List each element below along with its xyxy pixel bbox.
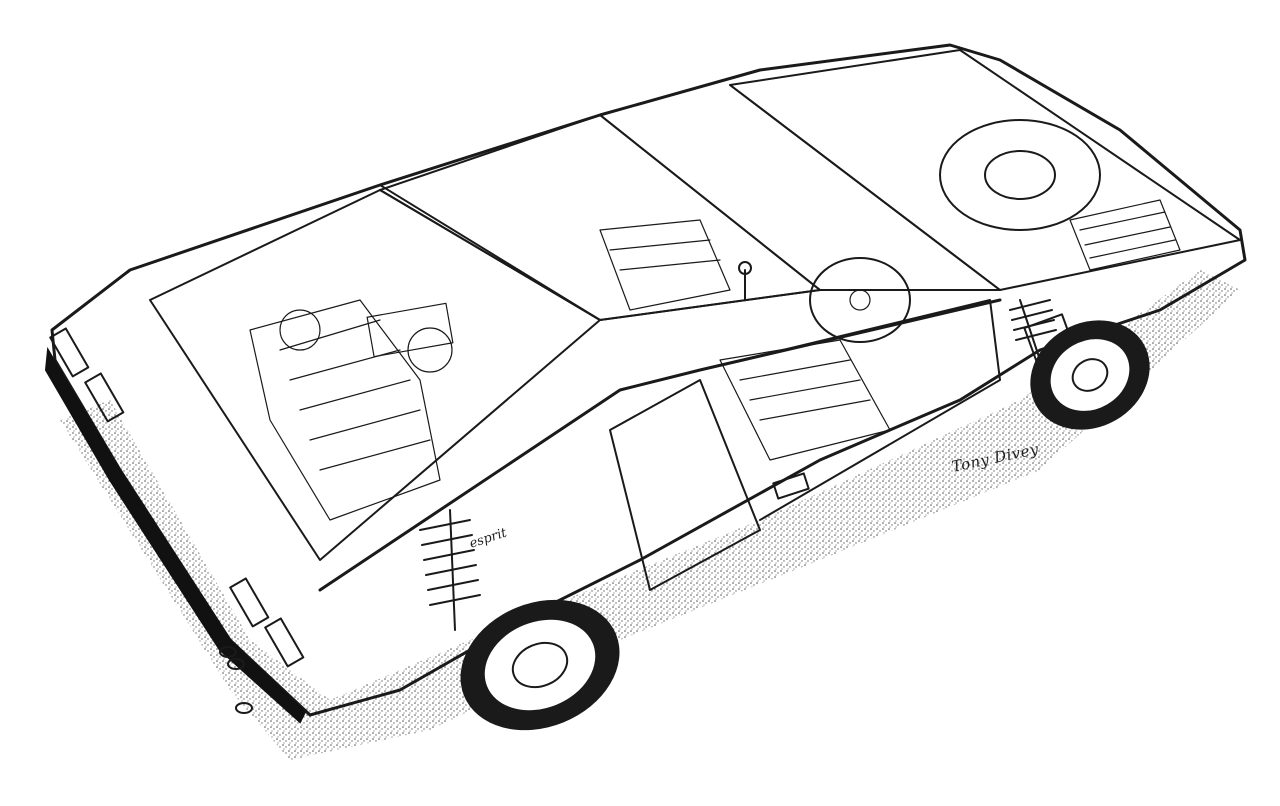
engine: [249, 299, 454, 521]
door-pillar: [318, 298, 1002, 592]
rear-bumper: [44, 346, 307, 724]
steering-wheel: [809, 257, 911, 343]
driver-seat: [719, 339, 891, 461]
windscreen-frame: [729, 49, 1241, 291]
radiator: [1069, 199, 1181, 271]
rear-window-frame: [379, 114, 821, 321]
spare-wheel: [939, 119, 1101, 231]
door-panel: [609, 299, 1001, 591]
door-handle: [772, 472, 810, 500]
rear-wheel: [460, 599, 620, 731]
engine-bay-frame: [149, 189, 601, 561]
passenger-seat: [599, 219, 731, 311]
rear-suspension: [419, 509, 481, 631]
rear-lights: [49, 327, 305, 668]
exhaust-pipes: [219, 646, 253, 714]
front-wheel: [1030, 320, 1150, 430]
